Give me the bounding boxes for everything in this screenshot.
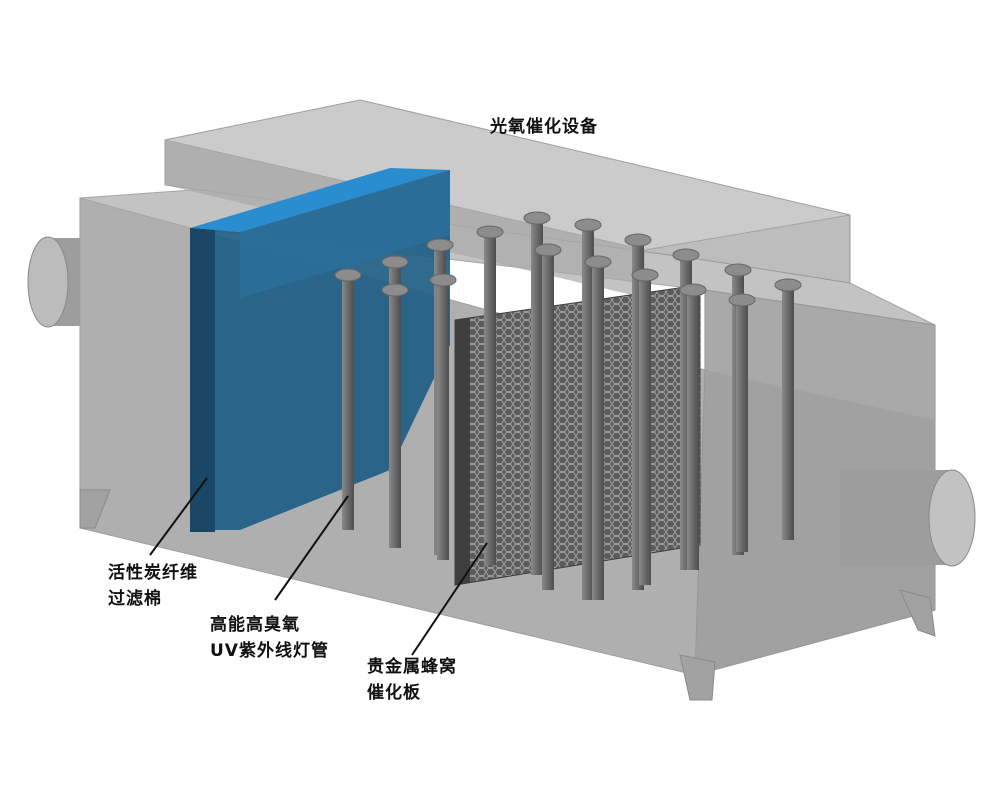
uv-lamp-cap [631, 268, 659, 282]
uv-lamp-cap [476, 225, 504, 239]
support-legs [79, 489, 936, 701]
uv-lamp-cap [381, 283, 409, 297]
outlet-pipe [840, 469, 976, 567]
uv-lamp-tube [592, 262, 604, 600]
catalyst-label-line2: 催化板 [367, 683, 421, 703]
uv-lamp-cap [672, 248, 700, 262]
uv-lamp-cap [534, 243, 562, 257]
uv-lamp-cap [334, 268, 362, 282]
uv-lamp-cap [523, 211, 551, 225]
catalyst-label-line1: 贵金属蜂窝 [367, 657, 457, 677]
uv-lamp-tube [389, 290, 401, 548]
uv-lamp-tube [582, 225, 594, 600]
diagram-title: 光氧催化设备 [490, 117, 598, 137]
uv-lamp-cap [624, 233, 652, 247]
catalyst-label: 贵金属蜂窝 催化板 [367, 654, 457, 706]
uv-lamp-array [334, 211, 802, 600]
uv-lamp-cap [584, 255, 612, 269]
uv-lamp-cap [774, 278, 802, 292]
filter-leader-line [149, 477, 208, 556]
uv-lamp-cap [426, 238, 454, 252]
leader-lines [149, 477, 488, 656]
uv-lamp-tube [437, 280, 449, 560]
uv-lamp-tube [484, 232, 496, 565]
catalyst-leader-line [411, 542, 488, 656]
filter-label-line1: 活性炭纤维 [108, 563, 198, 583]
uv-lamp-tube [342, 275, 354, 530]
filter-label-line2: 过滤棉 [108, 589, 162, 609]
uv-lamp-leader-line [274, 495, 349, 601]
uv-lamp-tube [687, 290, 699, 570]
uv-lamp-tube [542, 250, 554, 590]
uv-lamp-tube [639, 275, 651, 585]
uv-lamp-label-line2: UV紫外线灯管 [210, 641, 329, 661]
uv-lamp-cap [574, 218, 602, 232]
uv-lamp-cap [679, 283, 707, 297]
uv-lamp-cap [381, 255, 409, 269]
uv-lamp-tube [736, 300, 748, 552]
uv-lamp-cap [429, 273, 457, 287]
uv-lamp-tube [531, 218, 543, 575]
uv-lamp-tube [782, 285, 794, 540]
uv-lamp-label: 高能高臭氧 UV紫外线灯管 [210, 612, 329, 664]
filter-label: 活性炭纤维 过滤棉 [108, 560, 198, 612]
uv-lamp-cap [728, 293, 756, 307]
uv-lamp-cap [724, 263, 752, 277]
uv-lamp-label-line1: 高能高臭氧 [210, 615, 300, 635]
